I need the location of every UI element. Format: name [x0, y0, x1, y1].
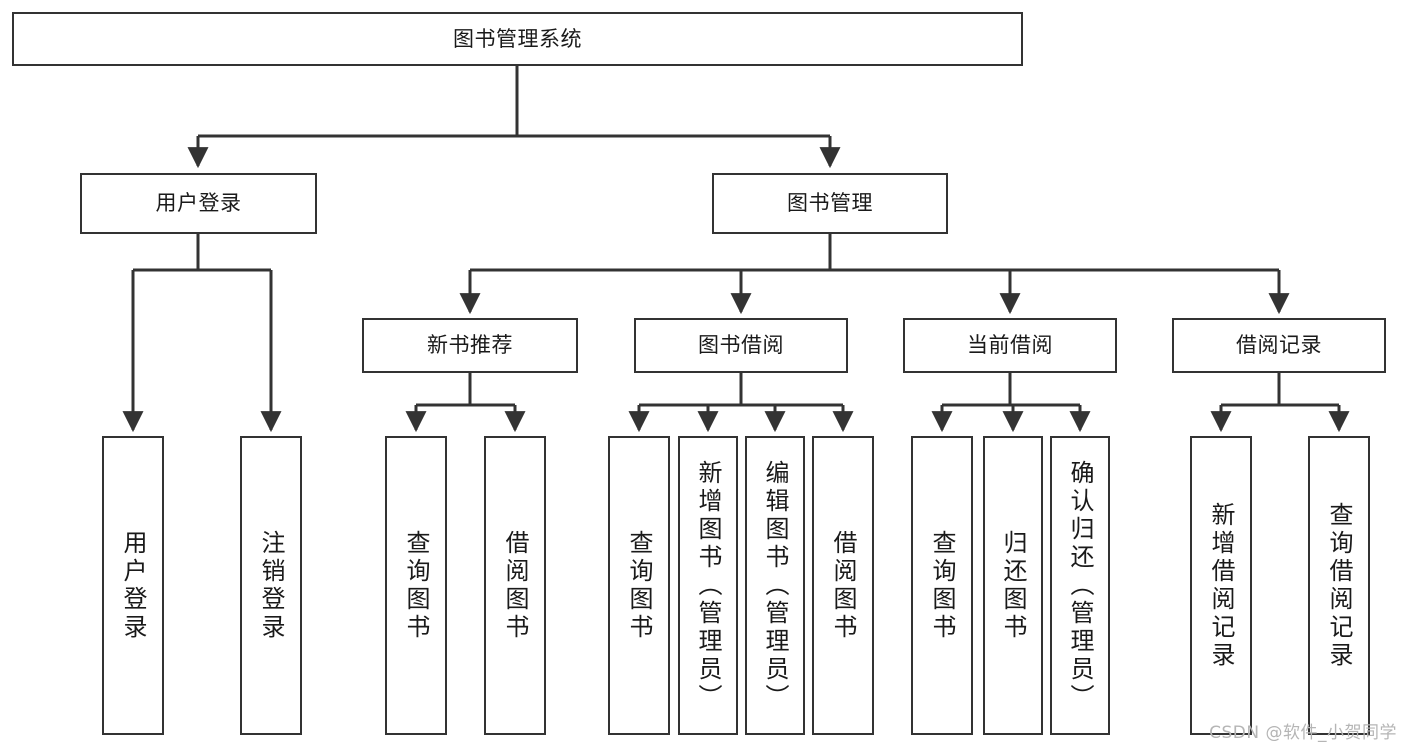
node-book-borrow[interactable]: 图书借阅 — [634, 318, 848, 373]
node-leaf-borrow-book-label: 借阅图书 — [829, 529, 857, 642]
node-user-login[interactable]: 用户登录 — [80, 173, 317, 234]
node-new-book-rec-label: 新书推荐 — [427, 333, 513, 358]
node-leaf-query-book-borrow-label: 查询图书 — [625, 529, 653, 642]
node-leaf-edit-book-label: 编辑图书（管理员） — [761, 459, 789, 712]
node-book-manage-label: 图书管理 — [787, 191, 873, 216]
node-leaf-borrow-book-rec-label: 借阅图书 — [501, 529, 529, 642]
node-leaf-return-book-label: 归还图书 — [999, 529, 1027, 642]
node-current-borrow-label: 当前借阅 — [967, 333, 1053, 358]
node-book-manage[interactable]: 图书管理 — [712, 173, 948, 234]
node-leaf-edit-book[interactable]: 编辑图书（管理员） — [745, 436, 805, 735]
node-leaf-query-record-label: 查询借阅记录 — [1325, 501, 1353, 670]
node-leaf-confirm-return[interactable]: 确认归还（管理员） — [1050, 436, 1110, 735]
node-leaf-borrow-book[interactable]: 借阅图书 — [812, 436, 874, 735]
node-leaf-query-book-rec[interactable]: 查询图书 — [385, 436, 447, 735]
node-leaf-add-book-label: 新增图书（管理员） — [694, 459, 722, 712]
node-new-book-rec[interactable]: 新书推荐 — [362, 318, 578, 373]
node-book-borrow-label: 图书借阅 — [698, 333, 784, 358]
node-leaf-user-login[interactable]: 用户登录 — [102, 436, 164, 735]
node-leaf-add-record-label: 新增借阅记录 — [1207, 501, 1235, 670]
node-leaf-borrow-book-rec[interactable]: 借阅图书 — [484, 436, 546, 735]
node-leaf-user-logout[interactable]: 注销登录 — [240, 436, 302, 735]
node-leaf-query-book-rec-label: 查询图书 — [402, 529, 430, 642]
node-leaf-query-book-borrow[interactable]: 查询图书 — [608, 436, 670, 735]
node-leaf-query-book-cur[interactable]: 查询图书 — [911, 436, 973, 735]
node-leaf-query-book-cur-label: 查询图书 — [928, 529, 956, 642]
node-root[interactable]: 图书管理系统 — [12, 12, 1023, 66]
node-root-label: 图书管理系统 — [453, 26, 582, 51]
node-leaf-add-book[interactable]: 新增图书（管理员） — [678, 436, 738, 735]
node-borrow-record-label: 借阅记录 — [1236, 333, 1322, 358]
node-leaf-add-record[interactable]: 新增借阅记录 — [1190, 436, 1252, 735]
node-leaf-user-login-label: 用户登录 — [119, 529, 147, 642]
node-leaf-user-logout-label: 注销登录 — [257, 529, 285, 642]
node-current-borrow[interactable]: 当前借阅 — [903, 318, 1117, 373]
node-leaf-query-record[interactable]: 查询借阅记录 — [1308, 436, 1370, 735]
watermark-text: CSDN @软件_小贺同学 — [1209, 723, 1397, 743]
node-leaf-return-book[interactable]: 归还图书 — [983, 436, 1043, 735]
node-borrow-record[interactable]: 借阅记录 — [1172, 318, 1386, 373]
node-user-login-label: 用户登录 — [155, 191, 242, 216]
node-leaf-confirm-return-label: 确认归还（管理员） — [1066, 459, 1094, 712]
